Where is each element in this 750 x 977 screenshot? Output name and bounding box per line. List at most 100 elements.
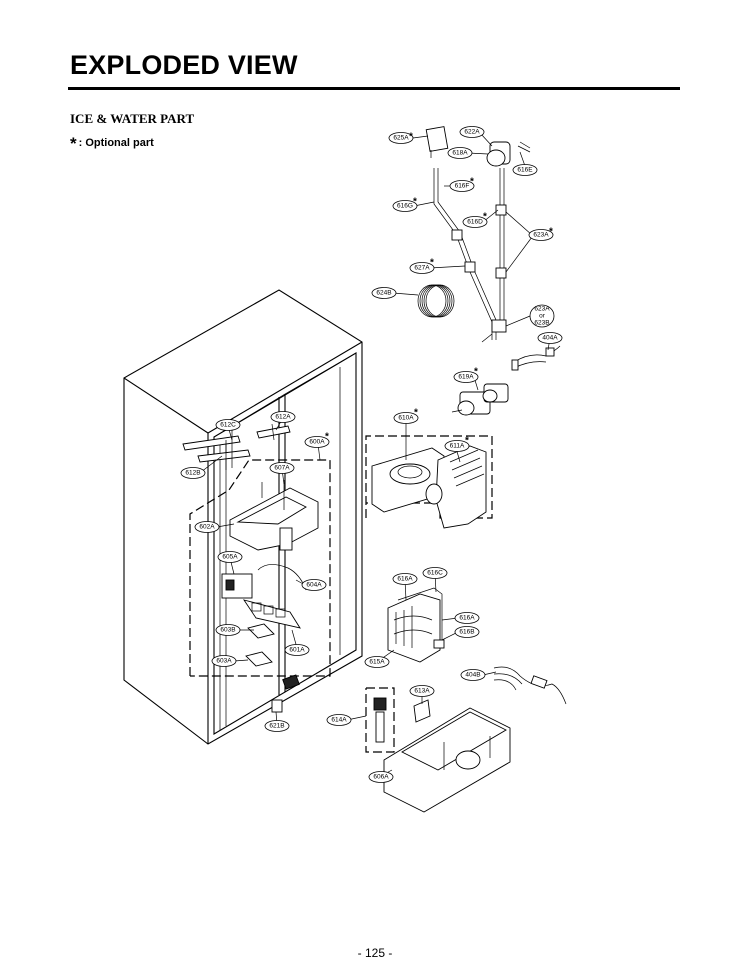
svg-text:616G: 616G <box>397 203 413 210</box>
callout-621B: 621B <box>264 720 290 732</box>
svg-text:616A: 616A <box>459 615 475 622</box>
svg-text:*: * <box>413 197 417 208</box>
callout-616G: 616G* <box>392 197 418 212</box>
page-number: - 125 - <box>357 946 393 960</box>
svg-text:*: * <box>409 132 413 143</box>
svg-text:601A: 601A <box>289 647 305 654</box>
callout-611A: 611A* <box>444 436 470 452</box>
svg-text:615A: 615A <box>369 659 385 666</box>
callout-616E: 616E <box>512 164 538 176</box>
svg-text:602A: 602A <box>199 524 215 531</box>
callout-623A-top: 623A* <box>528 227 554 241</box>
callout-603B: 603B <box>215 624 241 636</box>
svg-text:600A: 600A <box>309 439 325 446</box>
svg-text:621B: 621B <box>269 723 284 730</box>
callout-622A: 622A <box>459 126 485 138</box>
callout-619A: 619A* <box>453 367 479 383</box>
svg-text:*: * <box>414 408 418 419</box>
svg-text:612A: 612A <box>275 414 291 421</box>
optional-part-label: : Optional part <box>78 137 154 149</box>
svg-text:*: * <box>465 436 469 447</box>
section-title: ICE & WATER PART <box>70 111 195 126</box>
tube-coil <box>417 284 455 318</box>
svg-text:616F: 616F <box>455 183 470 190</box>
auger-motor <box>365 687 511 813</box>
svg-text:610A: 610A <box>398 415 414 422</box>
callout-612B: 612B <box>180 467 206 479</box>
svg-text:*: * <box>470 177 474 188</box>
callout-605A: 605A <box>217 551 243 563</box>
svg-text:606A: 606A <box>373 774 389 781</box>
callout-603A: 603A <box>211 655 237 667</box>
callout-404A: 404A <box>537 332 563 344</box>
svg-text:627A: 627A <box>414 265 430 272</box>
svg-text:604A: 604A <box>306 582 322 589</box>
callout-627A: 627A* <box>409 258 435 274</box>
callout-604A: 604A <box>301 579 327 591</box>
svg-text:624B: 624B <box>376 290 391 297</box>
svg-text:616A: 616A <box>397 576 413 583</box>
svg-text:614A: 614A <box>331 717 347 724</box>
callout-616D: 616D* <box>462 212 488 228</box>
svg-text:623B: 623B <box>534 320 549 327</box>
optional-part-note: *: Optional part <box>70 134 154 154</box>
callout-616C: 616C <box>422 567 448 579</box>
svg-text:605A: 605A <box>222 554 238 561</box>
callout-606A: 606A <box>368 771 394 783</box>
dispenser-assembly <box>189 459 331 677</box>
svg-text:404B: 404B <box>465 672 480 679</box>
svg-text:612B: 612B <box>185 470 200 477</box>
callout-625A: 625A* <box>388 132 414 144</box>
ice-maker-assembly <box>365 435 493 529</box>
svg-text:623A: 623A <box>533 232 549 239</box>
svg-text:619A: 619A <box>458 374 474 381</box>
callout-616B: 616B <box>454 626 480 638</box>
callout-601A: 601A <box>284 644 310 656</box>
svg-text:404A: 404A <box>542 335 558 342</box>
water-valve <box>451 345 561 416</box>
callout-613A: 613A <box>409 685 435 697</box>
wire-harness <box>493 666 567 705</box>
callout-616A-upper: 616A <box>392 573 418 585</box>
svg-text:625A: 625A <box>393 135 409 142</box>
callout-615A: 615A <box>364 656 390 668</box>
svg-text:*: * <box>430 258 434 269</box>
fitting <box>271 674 300 713</box>
svg-text:616E: 616E <box>517 167 533 174</box>
callout-624B: 624B <box>371 287 397 299</box>
svg-text:*: * <box>474 367 478 378</box>
ice-duct <box>387 587 445 663</box>
callout-610A: 610A* <box>393 408 419 424</box>
water-tubing <box>417 126 531 343</box>
svg-text:616D: 616D <box>467 219 483 226</box>
svg-text:611A: 611A <box>450 443 465 450</box>
callout-612C: 612C <box>215 419 241 431</box>
svg-text:*: * <box>325 432 329 443</box>
svg-text:or: or <box>539 313 546 320</box>
svg-text:607A: 607A <box>274 465 290 472</box>
callout-balloons: 625A* 622A 618A 616E 616F* 616G* 616D* 6… <box>180 126 563 783</box>
svg-text:*: * <box>483 212 487 223</box>
svg-text:623A: 623A <box>534 306 550 313</box>
callout-607A: 607A <box>269 462 295 474</box>
svg-text:612C: 612C <box>220 422 236 429</box>
callout-600A: 600A* <box>304 432 330 448</box>
optional-marker: * <box>70 134 77 153</box>
svg-text:618A: 618A <box>452 150 468 157</box>
svg-text:*: * <box>549 227 553 238</box>
callout-616A-lower: 616A <box>454 612 480 624</box>
callout-404B: 404B <box>460 669 486 681</box>
svg-text:603B: 603B <box>220 627 235 634</box>
svg-text:622A: 622A <box>464 129 480 136</box>
hinge-brackets <box>182 423 291 470</box>
title-rule <box>68 87 680 90</box>
page-title: EXPLODED VIEW <box>70 50 298 80</box>
svg-text:603A: 603A <box>216 658 232 665</box>
callout-618A: 618A <box>447 147 473 159</box>
callout-614A: 614A <box>326 714 352 726</box>
callout-612A: 612A <box>270 411 296 423</box>
svg-text:613A: 613A <box>414 688 430 695</box>
callout-616F: 616F* <box>449 177 475 192</box>
